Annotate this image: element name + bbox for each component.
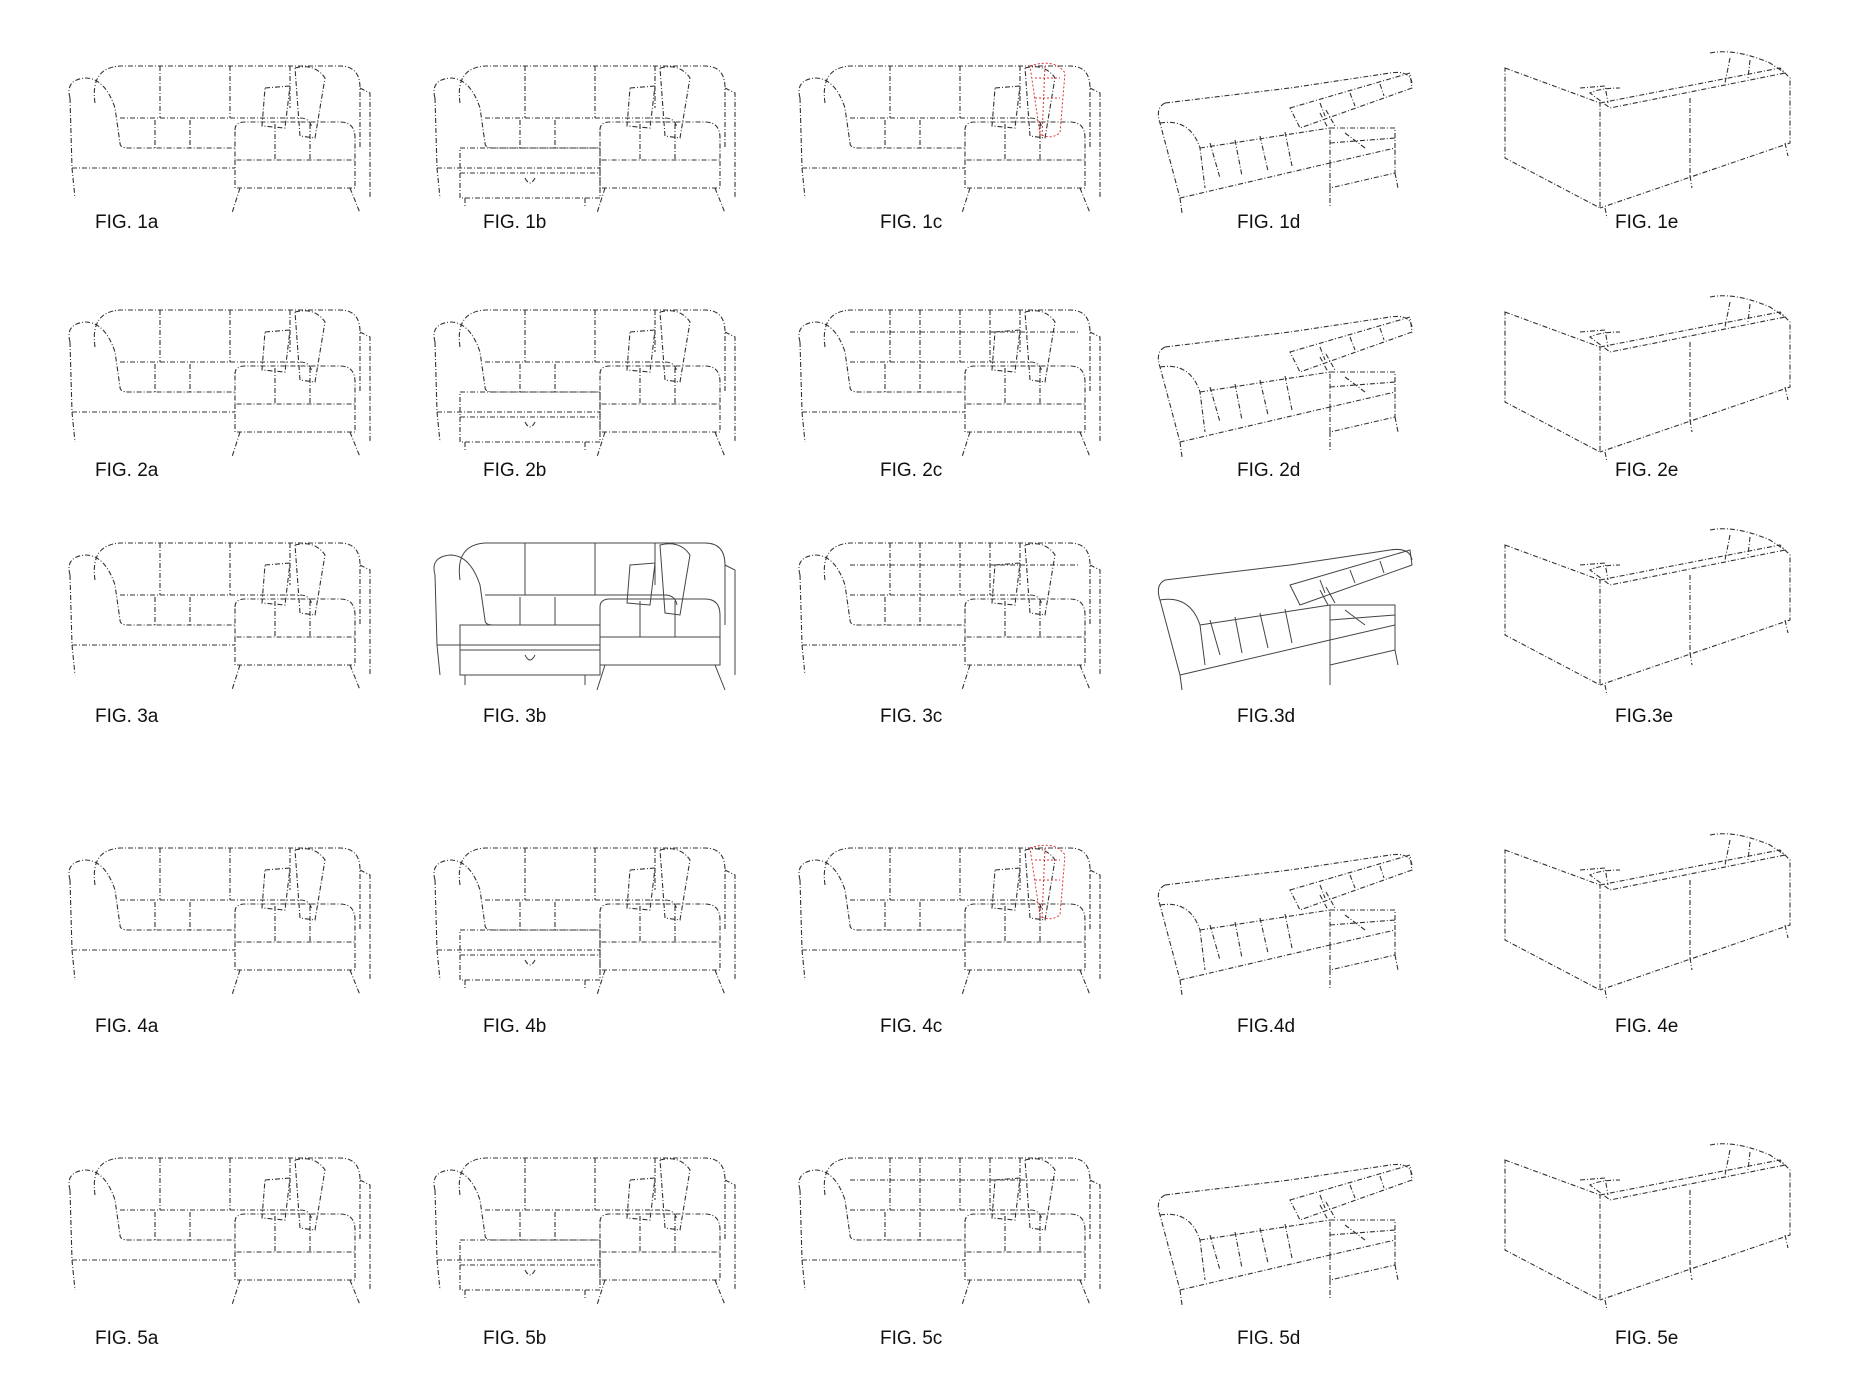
sofa-drawing	[433, 65, 736, 214]
figure-label: FIG. 5e	[1615, 1328, 1679, 1349]
sofa-drawing	[798, 1157, 1101, 1306]
sofa-drawing	[433, 847, 736, 996]
figure-label: FIG. 4a	[95, 1016, 159, 1037]
sofa-drawing	[433, 542, 736, 691]
sofa-drawing	[433, 1157, 736, 1306]
sofa-drawing	[798, 844, 1101, 996]
figure-label: FIG. 4b	[483, 1016, 547, 1037]
sofa-drawing	[1157, 315, 1413, 458]
figure-label: FIG. 5a	[95, 1328, 159, 1349]
figure-label: FIG. 5b	[483, 1328, 547, 1349]
sofa-drawing	[1504, 528, 1791, 696]
sofa-drawing	[433, 309, 736, 458]
sofa-drawing	[798, 309, 1101, 458]
sofa-drawing	[68, 309, 371, 458]
figure-label: FIG.3e	[1615, 706, 1674, 727]
figure-label: FIG. 4e	[1615, 1016, 1679, 1037]
figure-label: FIG. 2d	[1237, 460, 1301, 481]
figure-label: FIG. 1a	[95, 212, 159, 233]
figure-label: FIG. 3a	[95, 706, 159, 727]
figure-label: FIG. 2b	[483, 460, 547, 481]
figure-label: FIG. 2e	[1615, 460, 1679, 481]
figure-label: FIG. 3c	[880, 706, 943, 727]
sofa-drawing	[68, 1157, 371, 1306]
figure-label: FIG. 1d	[1237, 212, 1301, 233]
sofa-drawing	[1157, 1163, 1413, 1306]
figure-label: FIG. 2a	[95, 460, 159, 481]
figure-label: FIG. 1c	[880, 212, 943, 233]
figure-label: FIG. 5d	[1237, 1328, 1301, 1349]
figure-label: FIG. 5c	[880, 1328, 943, 1349]
sofa-drawing	[1157, 549, 1413, 691]
figure-label: FIG.4d	[1237, 1016, 1296, 1037]
sofa-drawing	[68, 542, 371, 691]
figure-label: FIG.3d	[1237, 706, 1296, 727]
figure-label: FIG. 2c	[880, 460, 943, 481]
sofa-drawing	[68, 847, 371, 996]
sofa-drawing	[798, 542, 1101, 691]
sofa-drawing	[68, 65, 371, 214]
sofa-drawing	[1504, 51, 1791, 219]
sofa-drawing	[1504, 833, 1791, 1001]
sofa-drawing	[1504, 1143, 1791, 1311]
figure-label: FIG. 1b	[483, 212, 547, 233]
figure-label: FIG. 3b	[483, 706, 547, 727]
sofa-drawing	[1157, 71, 1413, 214]
sofa-drawing	[1504, 295, 1791, 463]
figure-label: FIG. 4c	[880, 1016, 943, 1037]
sofa-drawing	[798, 62, 1101, 214]
figure-label: FIG. 1e	[1615, 212, 1679, 233]
sofa-drawing	[1157, 853, 1413, 996]
